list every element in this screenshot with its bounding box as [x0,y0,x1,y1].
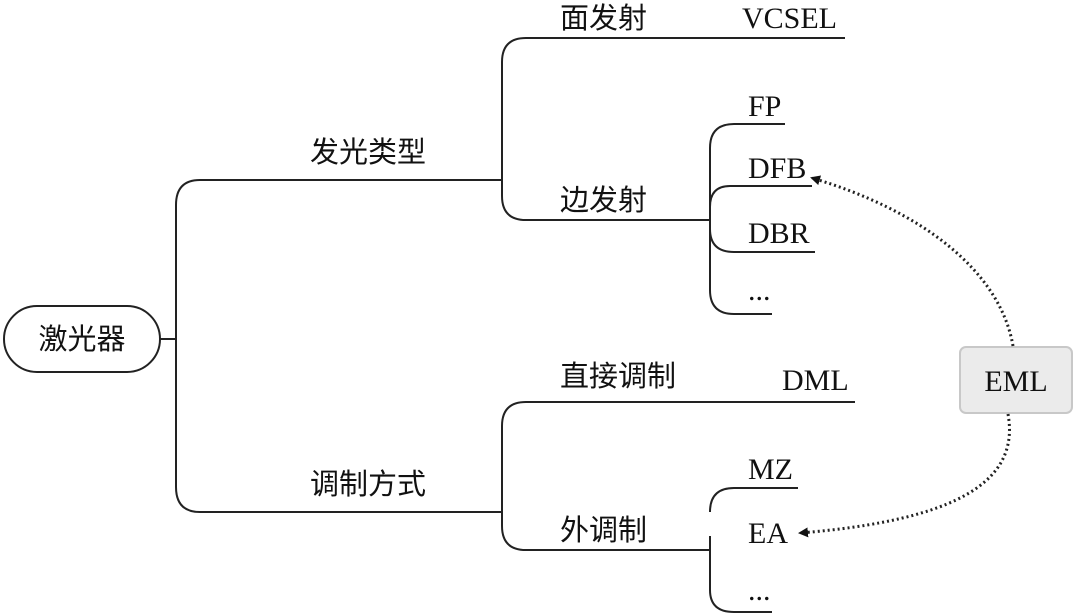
surface-emission-label: 面发射 [560,1,647,35]
eml-box [959,346,1073,414]
edge-emission-label: 边发射 [560,183,647,217]
leaf-dfb: DFB [748,152,806,185]
vcsel-label: VCSEL [742,2,837,35]
eml-to-ea-arrow [798,413,1011,538]
leaf-mz: MZ [748,453,793,486]
external-modulation-bracket [709,487,798,613]
branch-modulation-label: 调制方式 [310,467,426,501]
edge-emission-bracket [709,123,815,315]
root-bracket [175,179,502,513]
branch-emission-label: 发光类型 [310,135,426,169]
root-node-label: 激光器 [38,322,125,356]
eml-to-dfb-arrow [810,175,1015,347]
eml-label: EML [984,365,1047,398]
leaf-fp: FP [748,90,781,123]
modulation-bracket [501,401,855,551]
leaf-dbr: DBR [748,217,810,250]
leaf-external-ellipsis: ... [748,574,771,607]
leaf-ea: EA [748,517,788,550]
dml-label: DML [782,364,849,397]
leaf-edge-ellipsis: ... [748,274,771,307]
external-modulation-label: 外调制 [560,513,647,547]
emission-bracket [501,37,845,221]
direct-modulation-label: 直接调制 [560,359,676,393]
